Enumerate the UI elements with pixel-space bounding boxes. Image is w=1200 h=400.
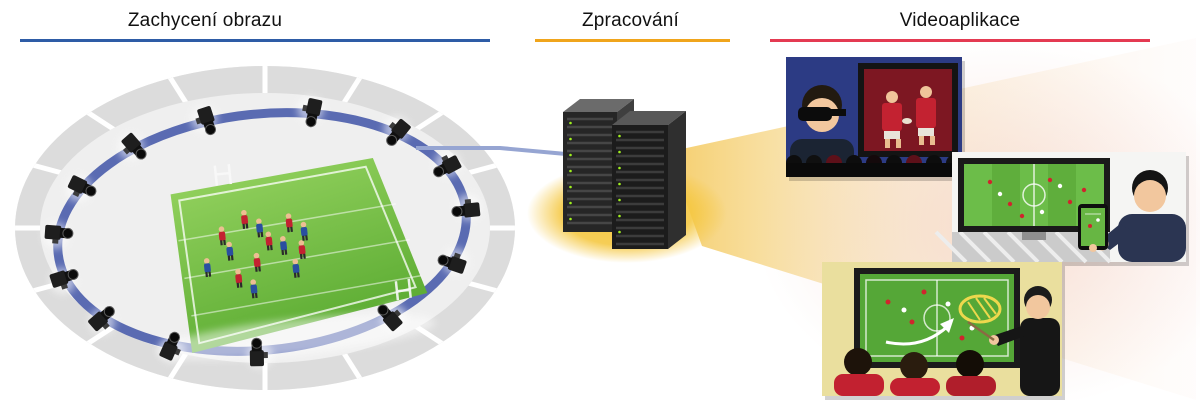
panel-tactics-analysis bbox=[822, 262, 1065, 400]
jumbotron-screen bbox=[958, 158, 1110, 240]
smartphone-icon bbox=[1078, 204, 1108, 250]
server-tower-right bbox=[612, 111, 686, 249]
goal-posts-icon bbox=[394, 278, 412, 301]
capture-underline bbox=[20, 39, 490, 42]
field-boundary-line bbox=[178, 165, 417, 345]
applications-underline bbox=[770, 39, 1150, 42]
pointer-stick-icon bbox=[967, 320, 995, 342]
server-cluster bbox=[527, 99, 727, 263]
playing-field bbox=[170, 158, 428, 353]
camera-ring-group bbox=[29, 76, 496, 391]
panel-vr-cinema bbox=[786, 57, 965, 181]
audience-silhouette bbox=[786, 155, 962, 177]
section-title-capture: Zachycení obrazu bbox=[127, 10, 283, 31]
processing-underline bbox=[535, 39, 730, 42]
field-glow bbox=[156, 313, 436, 361]
tactics-screen bbox=[854, 268, 1020, 368]
goal-posts-icon bbox=[213, 163, 233, 186]
cinema-screen bbox=[858, 63, 958, 157]
smartphone-viewer bbox=[1078, 170, 1186, 262]
vr-headset-icon bbox=[798, 107, 832, 121]
play-arrow bbox=[885, 318, 954, 346]
onscreen-rugby-players bbox=[882, 86, 936, 148]
highlight-zone bbox=[958, 294, 1002, 324]
section-title-processing: Zpracování bbox=[581, 10, 680, 31]
coach bbox=[967, 286, 1060, 396]
team-viewers bbox=[834, 348, 996, 396]
section-title-applications: Videoaplikace bbox=[899, 10, 1021, 31]
stadium bbox=[15, 66, 515, 391]
capture-to-processing-connector bbox=[416, 146, 567, 156]
panel-stadium-smartphone bbox=[934, 152, 1189, 266]
